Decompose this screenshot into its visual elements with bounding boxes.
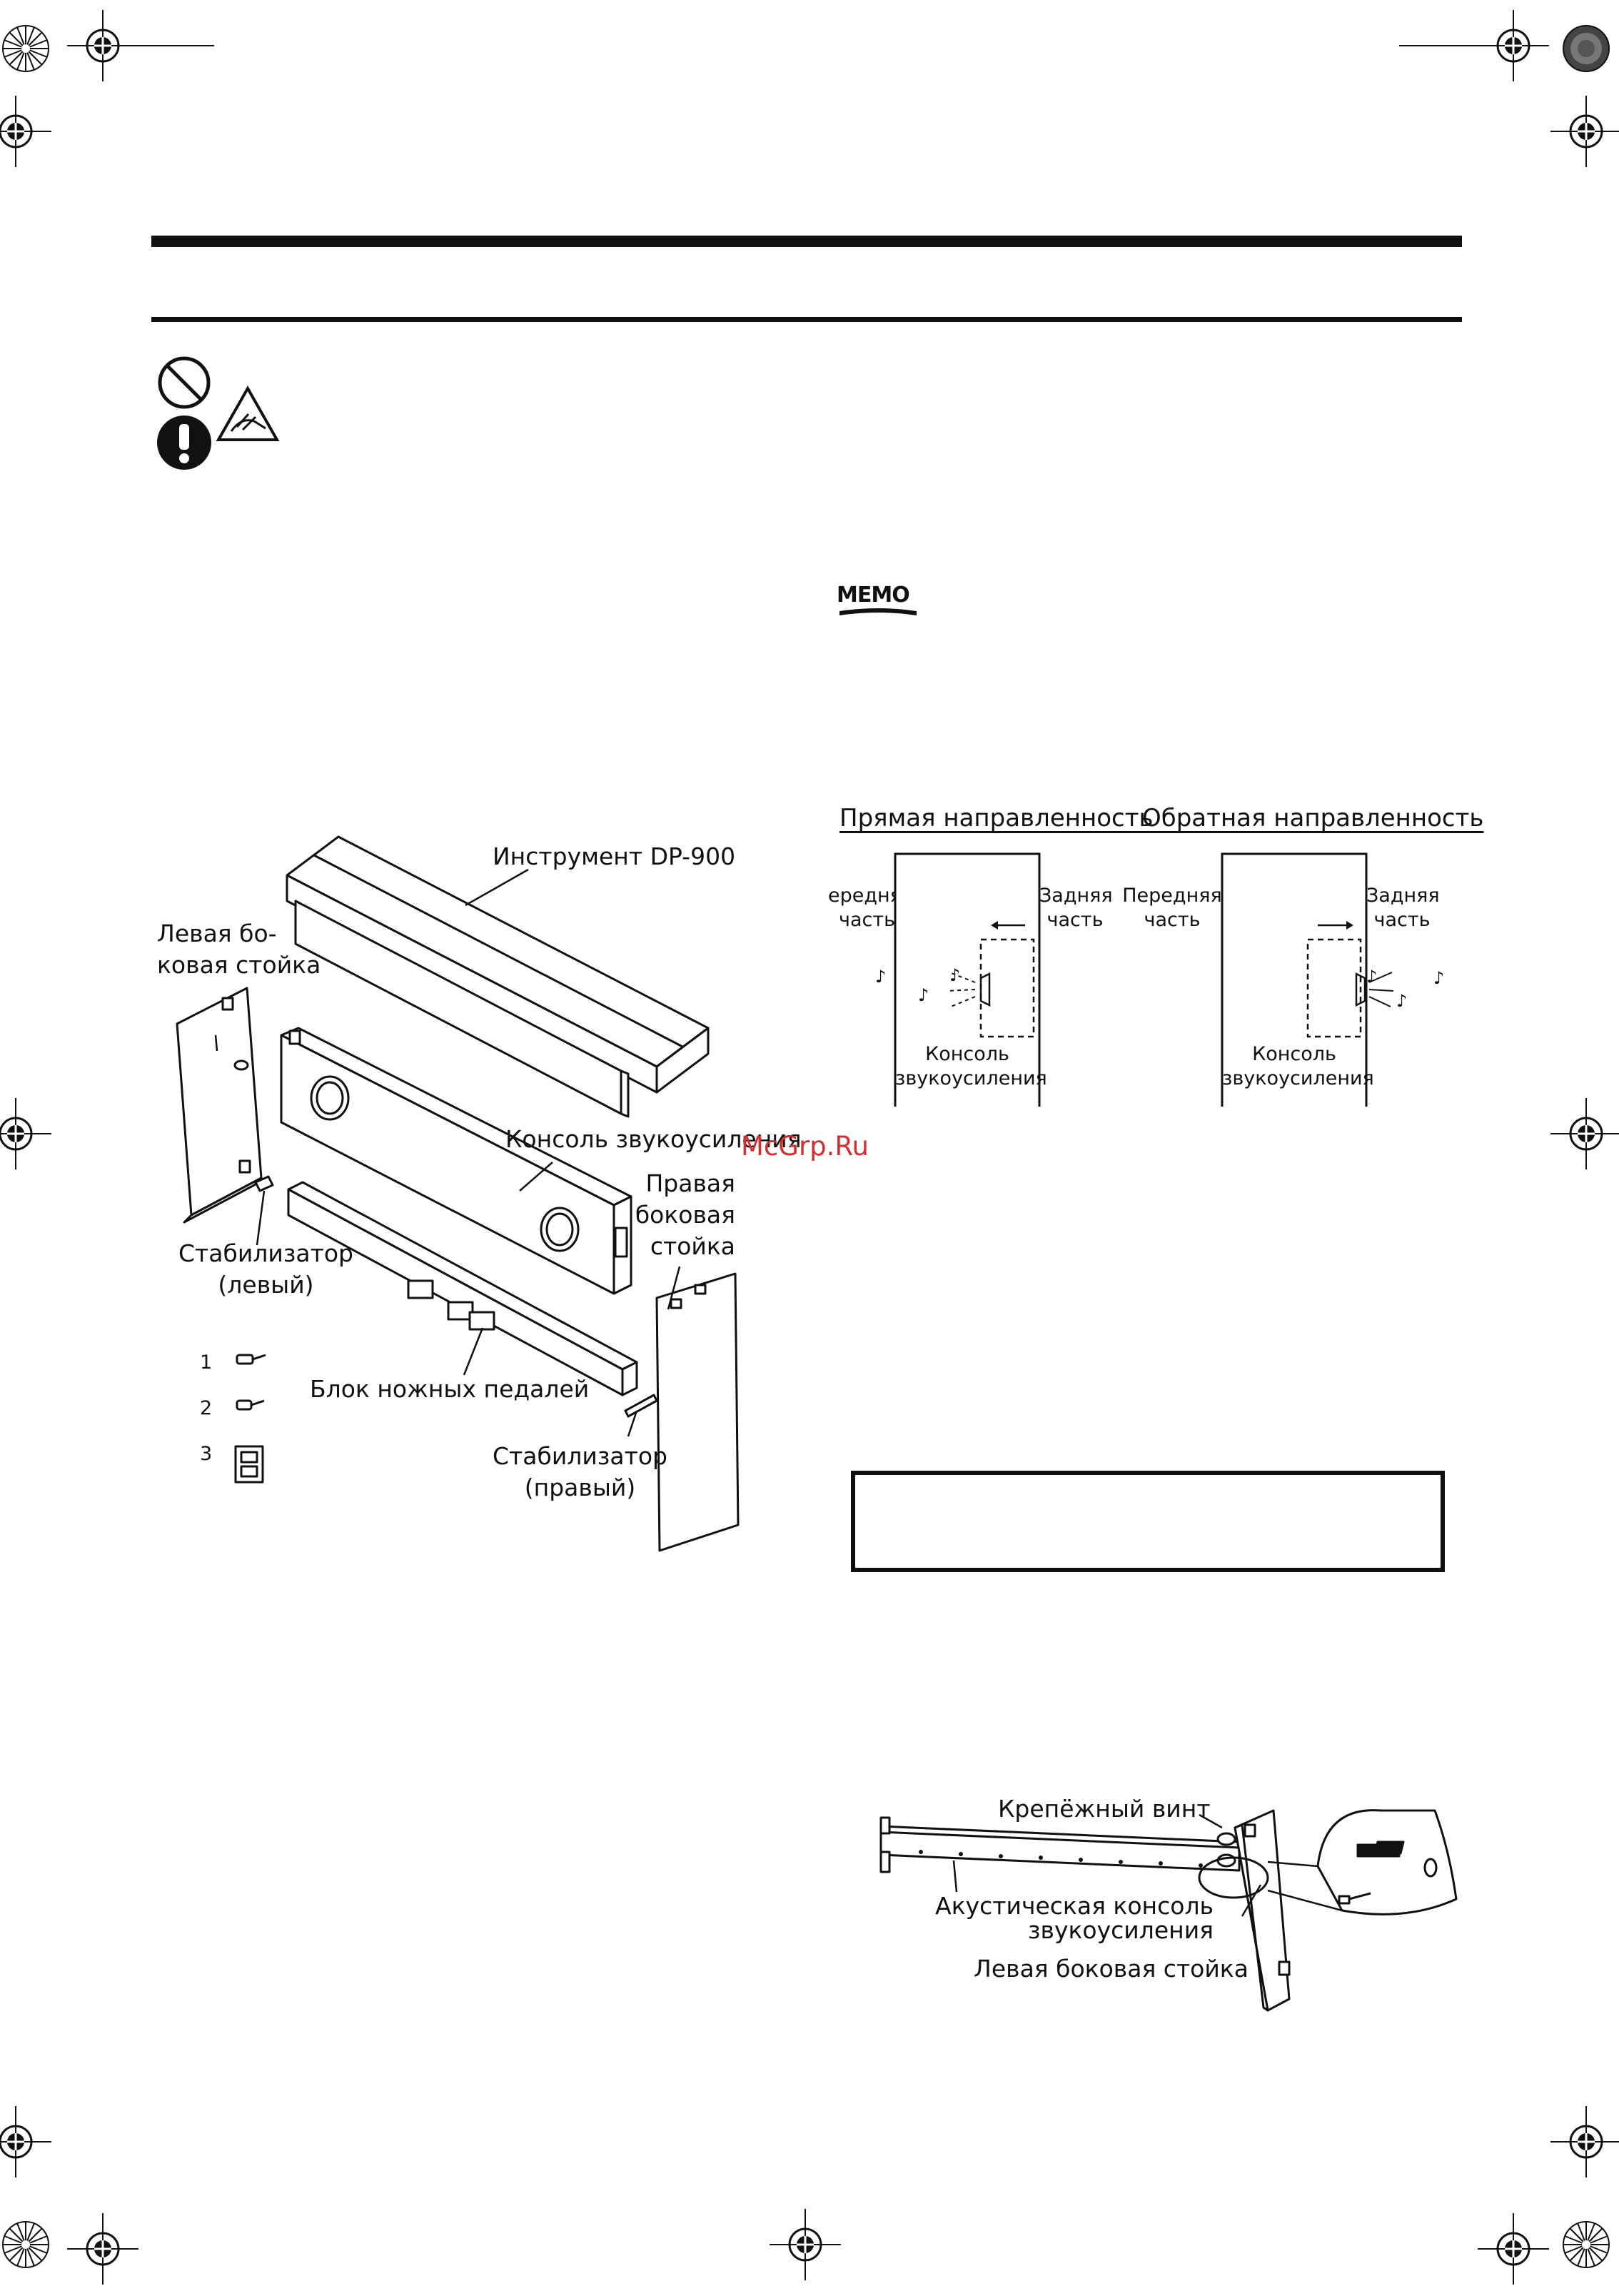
part-number-1: 1: [200, 1351, 213, 1374]
reverse-direction-title: Обратная направленность: [1142, 804, 1484, 832]
forward-back-label: Задняя часть: [1039, 885, 1113, 931]
note-box: [851, 1471, 1445, 1572]
part-number-2: 2: [200, 1397, 213, 1419]
direction-diagram-drawing: ♪ ♪ ♪ ♪ ♪ ♪: [875, 852, 1444, 1107]
mandatory-icon: [157, 416, 211, 470]
svg-text:♪: ♪: [918, 985, 929, 1005]
pinch-warning-icon: [216, 385, 280, 441]
forward-front-label: ередняя часть: [828, 885, 895, 931]
reverse-front-label: Передняя часть: [1122, 885, 1222, 931]
svg-text:♪: ♪: [1433, 968, 1444, 988]
exploded-view-drawing: [176, 835, 740, 1552]
forward-console-label: Консоль звукоусиления: [895, 1043, 1047, 1089]
top-rule-thin: [151, 317, 1462, 322]
reverse-console-label: Консоль звукоусиления: [1222, 1043, 1374, 1089]
svg-text:♪: ♪: [949, 965, 960, 985]
top-rule-thick: [151, 236, 1462, 247]
memo-icon: [839, 608, 917, 615]
right-side-panel-label: Правая боковая стойка: [635, 1169, 735, 1260]
left-side-panel-label: Левая бо- ковая стойка: [157, 920, 321, 979]
memo-label: MEMO: [837, 583, 910, 608]
pedal-unit-label: Блок ножных педалей: [310, 1375, 590, 1403]
screw-label: Крепёжный винт: [998, 1795, 1211, 1823]
svg-text:♪: ♪: [1366, 967, 1377, 987]
instrument-label: Инструмент DP-900: [493, 842, 736, 870]
reverse-back-label: Задняя часть: [1366, 885, 1440, 931]
left-panel-assembly-label: Левая боковая стойка: [974, 1955, 1249, 1983]
forward-direction-title: Прямая направленность: [839, 804, 1154, 832]
stabilizer-left-label: Стабилизатор (левый): [178, 1239, 353, 1299]
part-number-3: 3: [200, 1443, 213, 1465]
svg-text:♪: ♪: [1396, 991, 1407, 1011]
speaker-console-label: Консоль звукоусиления: [505, 1125, 802, 1153]
svg-text:♪: ♪: [875, 967, 886, 987]
acoustic-console-label: Акустическая консоль звукоусиления: [935, 1892, 1214, 1944]
stabilizer-right-label: Стабилизатор (правый): [493, 1442, 667, 1501]
prohibition-icon: [158, 356, 211, 409]
assembly-view-drawing: [879, 1809, 1458, 2012]
watermark: McGrp.Ru: [741, 1131, 869, 1162]
